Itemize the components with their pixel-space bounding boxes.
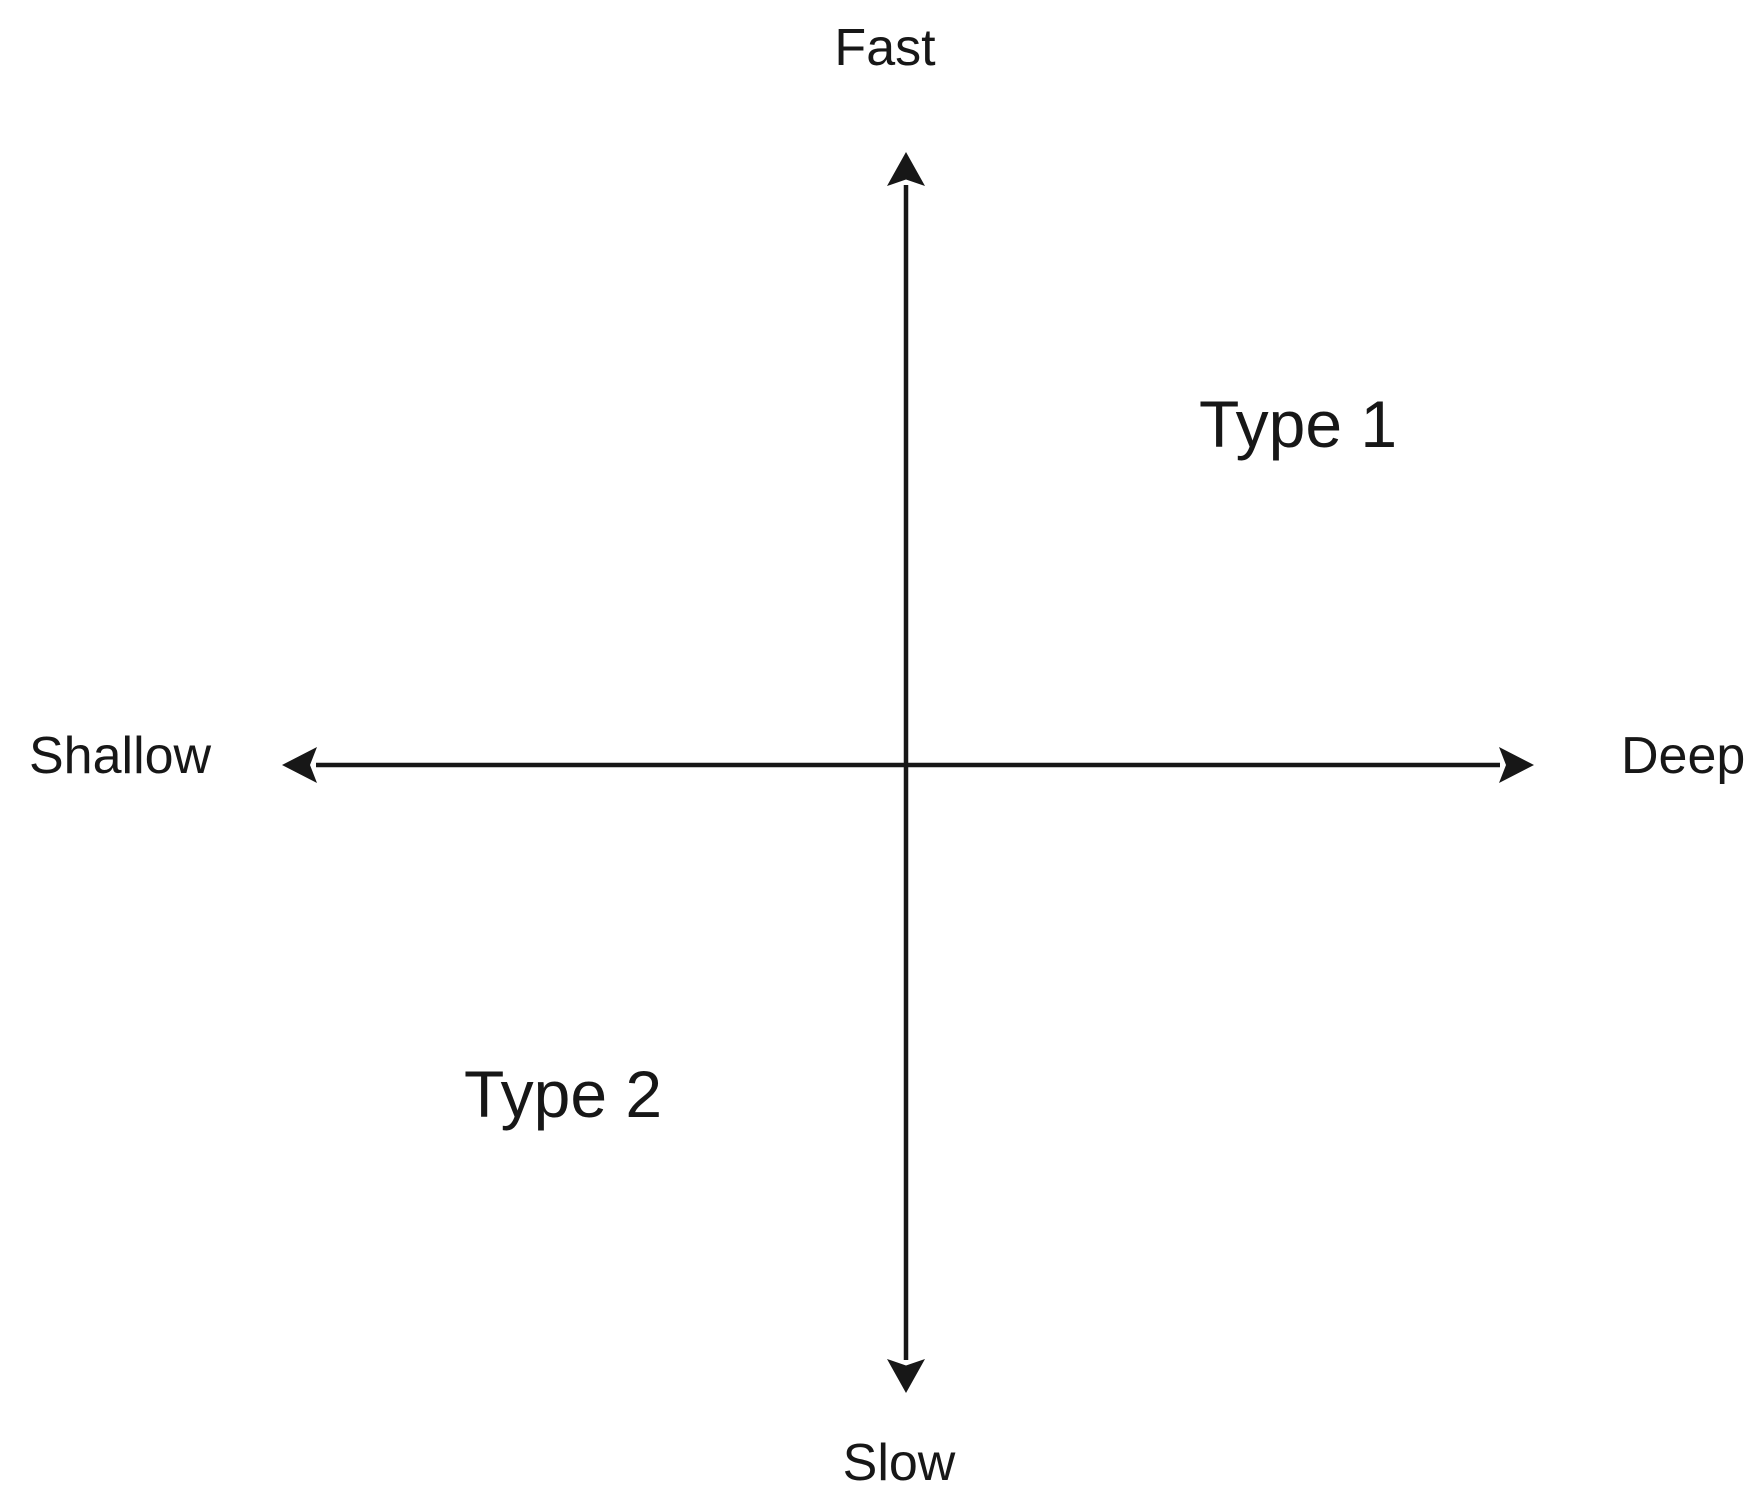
axis-label-deep: Deep bbox=[1621, 727, 1746, 785]
axis-label-slow: Slow bbox=[842, 1434, 956, 1492]
vertical-axis-arrowhead-bottom bbox=[887, 1359, 925, 1393]
quadrant-label-type-2: Type 2 bbox=[464, 1057, 663, 1131]
horizontal-axis-arrowhead-right bbox=[1499, 747, 1534, 783]
vertical-axis-arrowhead-top bbox=[887, 152, 925, 186]
quadrant-label-type-1: Type 1 bbox=[1199, 387, 1398, 461]
axis-label-shallow: Shallow bbox=[29, 727, 212, 785]
axis-label-fast: Fast bbox=[834, 19, 936, 77]
horizontal-axis-arrowhead-left bbox=[282, 747, 317, 783]
